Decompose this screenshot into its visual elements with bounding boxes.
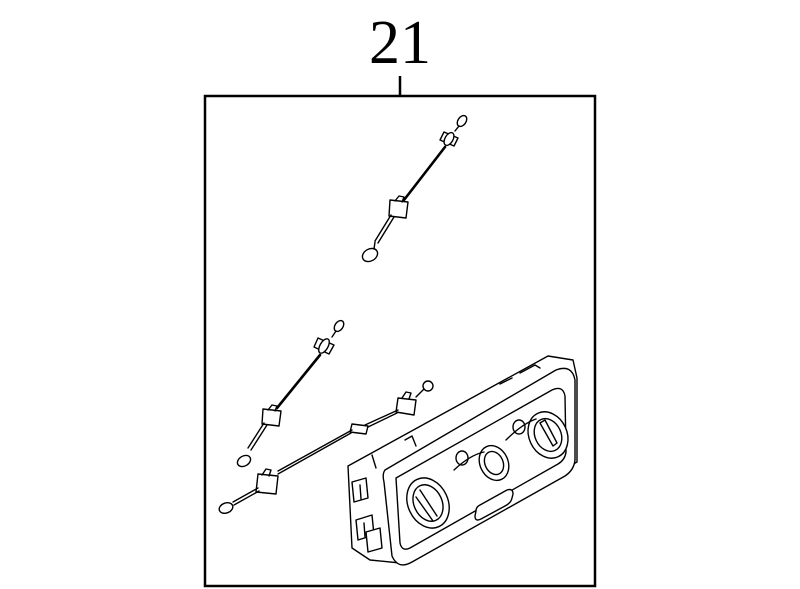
- control-cable-upper-icon: [361, 114, 468, 263]
- control-cable-middle-icon: [236, 319, 345, 468]
- callout-number: 21: [369, 9, 431, 77]
- control-cable-lower-icon: [218, 380, 434, 514]
- part-group-frame: [203, 94, 597, 588]
- climate-control-head-unit-icon: [347, 355, 578, 566]
